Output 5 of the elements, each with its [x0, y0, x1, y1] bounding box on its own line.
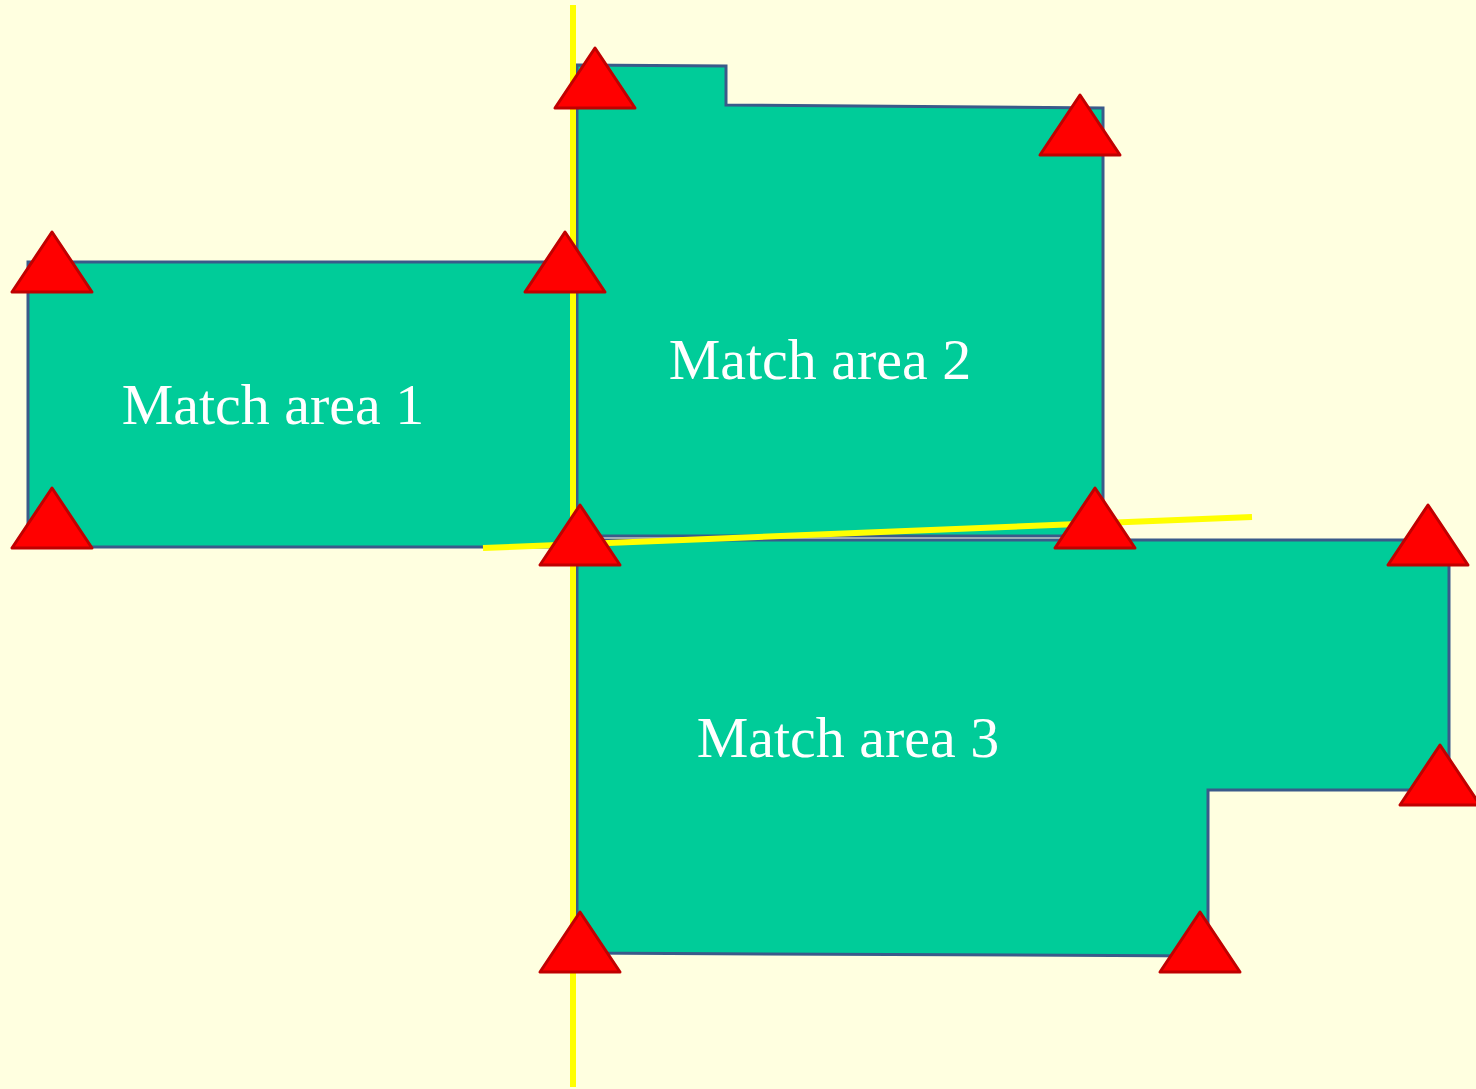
area-label: Match area 3: [696, 709, 1000, 767]
area-polygon: [575, 63, 1106, 538]
area-polygon: [575, 538, 1451, 958]
area-label: Match area 1: [121, 376, 425, 434]
area-label: Match area 2: [668, 331, 972, 389]
